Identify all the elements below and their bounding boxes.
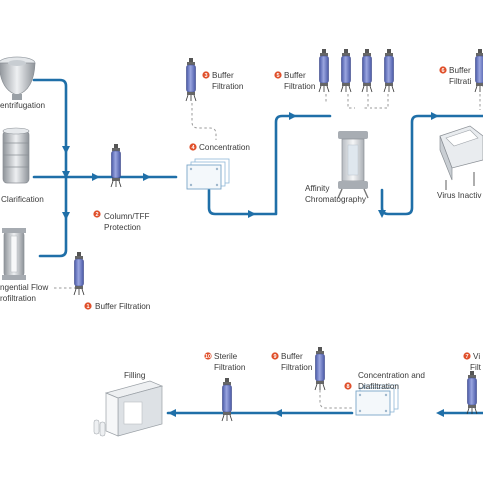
badge-number: 4 — [191, 145, 195, 151]
sterile-label-line1: Sterile — [214, 352, 238, 361]
badge-dot-buffer-right — [439, 66, 447, 74]
buffer-top-label-line2: Filtration — [212, 82, 244, 91]
buffer-filter-cartridge-top — [185, 57, 197, 102]
buffer-affinity-label-line2: Filtration — [284, 82, 316, 91]
badge-dot-conc-diaf — [344, 382, 352, 390]
buffer-filtration-left-label: Buffer Filtration — [95, 302, 151, 311]
virus-filtration-label-line1: Vi — [473, 352, 480, 361]
tff-label-line1: ngential Flow — [0, 283, 48, 292]
buffer-affinity-label-line1: Buffer — [284, 71, 306, 80]
buffer-filter-cartridge-left — [73, 251, 85, 296]
filling-label: Filling — [124, 371, 146, 380]
affinity-label-line1: Affinity — [305, 184, 330, 193]
column-tff-label-line2: Protection — [104, 223, 141, 232]
badge-dot-buffer-left — [84, 302, 92, 310]
buffer-right-label-line2: Filtrati — [449, 77, 471, 86]
badge-dot-virus-filtration — [463, 352, 471, 360]
column-tff-label-line1: Column/TFF — [104, 212, 150, 221]
chromatography-column-icon — [337, 131, 369, 199]
badge-dot-buffer-affinity — [274, 71, 282, 79]
badge-number: 1 — [86, 304, 89, 310]
concentration-label: Concentration — [199, 143, 250, 152]
conc-diaf-label-line1: Concentration and — [358, 371, 425, 380]
buffer-filter-cartridge-right — [474, 48, 483, 93]
buffer-top-label-line1: Buffer — [212, 71, 234, 80]
virus-filter-cartridge — [466, 370, 478, 415]
column-tff-protection-filter — [110, 143, 122, 188]
clarification-depth-filter-icon — [2, 127, 30, 184]
badge-dot-concentration — [189, 143, 197, 151]
clarification-label: Clarification — [1, 195, 44, 204]
step-badges: 3 4 2 1 5 6 10 9 8 7 — [84, 66, 471, 390]
badge-number: 7 — [465, 354, 468, 360]
badge-dot-sterile — [204, 352, 212, 360]
buffer-right-label-line1: Buffer — [449, 66, 471, 75]
affinity-buffer-filter-3 — [361, 48, 373, 93]
tff-label-line2: rofiltration — [0, 294, 36, 303]
virus-filtration-label-line2: Filt — [470, 363, 482, 372]
affinity-label-line2: Chromatography — [305, 195, 367, 204]
badge-dot-buffer-top — [202, 71, 210, 79]
badge-number: 9 — [273, 354, 276, 360]
buffer-bottom-label-line1: Buffer — [281, 352, 303, 361]
affinity-buffer-filter-2 — [340, 48, 352, 93]
virus-inactivation-tank-icon — [439, 125, 483, 190]
step-labels: entrifugation Clarification ngential Flo… — [0, 66, 482, 391]
sterile-label-line2: Filtration — [214, 363, 246, 372]
affinity-buffer-filter-4 — [383, 48, 395, 93]
badge-number: 2 — [95, 212, 98, 218]
badge-dot-buffer-bottom — [271, 352, 279, 360]
virus-inactivation-label: Virus Inactiv — [437, 191, 482, 200]
conc-diaf-label-line2: Diafiltration — [358, 382, 399, 391]
centrifugation-label: entrifugation — [0, 101, 46, 110]
affinity-buffer-filter-1 — [318, 48, 330, 93]
concentration-cassette-icon — [186, 158, 230, 190]
buffer-bottom-label-line2: Filtration — [281, 363, 313, 372]
badge-number: 8 — [346, 384, 349, 390]
process-pipes — [32, 78, 483, 415]
dashed-links — [54, 94, 481, 409]
buffer-filter-cartridge-bottom — [314, 346, 326, 391]
centrifuge-icon — [0, 56, 36, 100]
sterile-filter-cartridge — [221, 377, 233, 422]
filling-station-icon — [93, 380, 164, 437]
badge-dot-column-tff — [93, 210, 101, 218]
badge-number: 3 — [204, 73, 207, 79]
badge-number: 5 — [276, 73, 279, 79]
badge-number: 6 — [441, 68, 444, 74]
tff-microfiltration-icon — [2, 228, 26, 280]
badge-number: 10 — [205, 354, 211, 360]
